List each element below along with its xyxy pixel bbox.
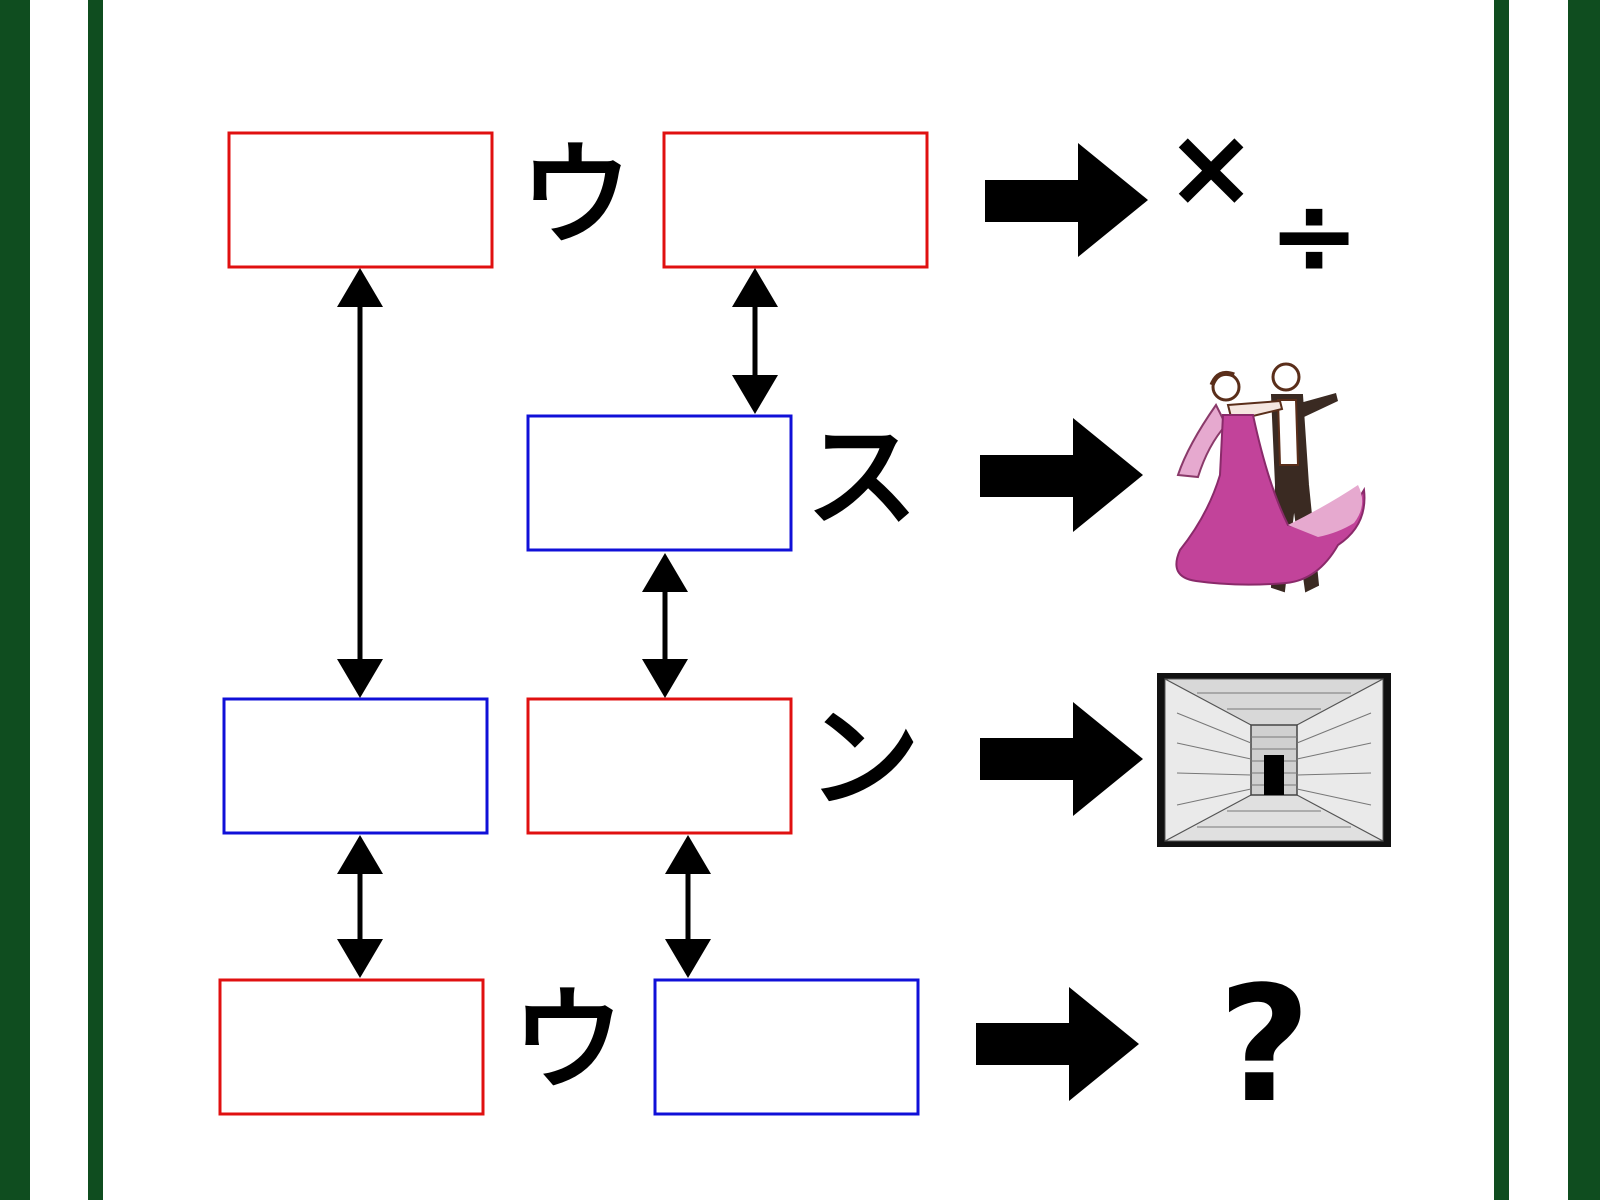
answer-box-r3-left[interactable] [222,697,489,835]
frame-border-inner-right [1494,0,1509,1200]
frame-border-outer-right [1568,0,1600,1200]
result-arrow-row-2 [980,418,1143,532]
multiply-sign: × [1165,103,1258,231]
result-arrow-row-1 [985,143,1148,257]
answer-box-r3-mid[interactable] [526,697,793,835]
frame-border-outer-left [0,0,30,1200]
connector-kana-row-4: ウ [512,976,624,1106]
ballroom-dancers-icon [1175,362,1366,593]
frame-border-inner-left [88,0,103,1200]
question-mark-icon: ? [1218,951,1311,1138]
result-arrow-row-3 [980,702,1143,816]
divide-sign: ÷ [1268,171,1361,299]
connector-kana-row-1: ウ [520,131,632,261]
link-arrow-r3-mid-to-r4-right [665,835,711,978]
link-arrow-r1-right-to-r2-mid [732,268,778,414]
answer-box-r4-left[interactable] [218,978,485,1116]
link-arrow-r1-left-to-r3-left [337,268,383,698]
answer-box-r2-mid[interactable] [526,414,793,552]
link-arrow-r2-mid-to-r3-mid [642,553,688,698]
answer-box-r4-right[interactable] [653,978,920,1116]
result-arrow-row-4 [976,987,1139,1101]
link-arrow-r3-left-to-r4-left [337,835,383,978]
answer-box-r1-left[interactable] [227,131,494,269]
answer-box-r1-right[interactable] [662,131,929,269]
connector-kana-row-2: ス [806,413,918,543]
brick-tunnel-icon [1157,673,1391,847]
connector-kana-row-3: ン [808,694,920,824]
